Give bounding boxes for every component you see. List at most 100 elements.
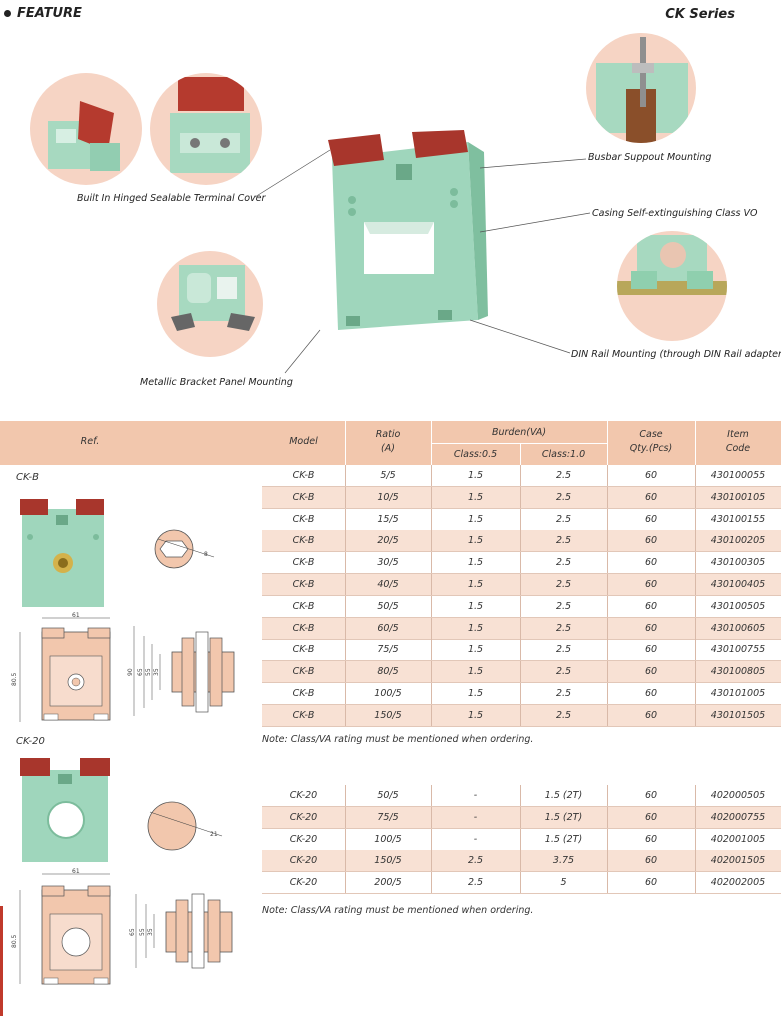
cell-model: CK-20	[289, 790, 318, 801]
cell-qty: 60	[644, 877, 658, 889]
cell-model: CK-20	[289, 833, 318, 845]
cell-c10: 2.5	[555, 644, 572, 656]
ck20-width-dim: 61	[72, 868, 80, 875]
ckb-width-dim: 61	[72, 612, 80, 619]
cell-model: CK-B	[292, 622, 315, 634]
ckb-side-drawing: 90 65 55 35	[126, 618, 242, 724]
ck20-product-photo	[18, 756, 114, 864]
cell-ratio: 40/5	[377, 579, 399, 590]
cell-ratio: 75/5	[377, 644, 399, 656]
cell-model: CK-20	[289, 855, 318, 867]
cell-model: CK-B	[292, 491, 315, 503]
cell-model: CK-B	[292, 470, 315, 481]
ck20-side-a: 65	[129, 928, 136, 936]
callout-terminal-cover: Built In Hinged Sealable Terminal Cover	[77, 193, 266, 204]
cell-ratio: 50/5	[377, 600, 399, 612]
cell-model: CK-20	[289, 811, 318, 823]
cell-model: CK-B	[292, 535, 315, 547]
cell-qty: 60	[644, 513, 658, 525]
bracket-mounting-photo	[157, 251, 263, 357]
ckb-note: Note: Class/VA rating must be mentioned …	[262, 734, 534, 745]
cell-model: CK-20	[289, 877, 318, 889]
cell-model: CK-B	[292, 709, 315, 721]
page-edge-accent	[0, 906, 3, 1016]
cell-code: 430100405	[710, 579, 766, 590]
cell-code: 430101005	[710, 688, 766, 699]
cell-qty: 60	[644, 470, 658, 481]
cell-code: 430100305	[710, 557, 766, 569]
cell-model: CK-B	[292, 513, 315, 525]
cell-c10: 2.5	[555, 513, 572, 525]
cell-qty: 60	[644, 579, 658, 590]
ck20-side-c: 35	[147, 928, 154, 936]
cell-c10: 2.5	[555, 579, 572, 590]
ckb-product-photo	[18, 497, 108, 609]
col-item-code: Code	[725, 443, 751, 454]
cell-code: 402001505	[710, 855, 766, 867]
ckb-height-dim: 80.5	[11, 672, 18, 686]
ckb-side-d: 35	[153, 668, 160, 676]
cell-c05: 1.5	[467, 644, 484, 656]
din-rail-mounting-photo	[617, 231, 727, 341]
cell-model: CK-B	[292, 600, 315, 612]
callout-busbar: Busbar Suppout Mounting	[588, 152, 712, 163]
ckb-side-a: 90	[127, 668, 134, 676]
cell-qty: 60	[644, 833, 658, 845]
cell-code: 430101505	[710, 709, 766, 721]
cell-c10: 2.5	[555, 666, 572, 678]
cell-ratio: 10/5	[377, 491, 399, 503]
cell-code: 430100205	[710, 535, 766, 547]
ck20-ref-label: CK-20	[16, 736, 45, 747]
callout-bracket: Metallic Bracket Panel Mounting	[140, 377, 293, 388]
cell-qty: 60	[644, 688, 658, 699]
cell-code: 430100055	[710, 470, 766, 481]
col-case-qty: Qty.(Pcs)	[629, 443, 673, 454]
cell-qty: 60	[644, 622, 658, 634]
cell-c10: 2.5	[555, 600, 572, 612]
cell-ratio: 60/5	[377, 622, 399, 634]
ck20-side-b: 55	[139, 928, 146, 936]
terminal-cover-photo-closed	[150, 73, 262, 185]
terminal-cover-photo-open	[30, 73, 142, 185]
cell-c05: 1.5	[467, 622, 484, 634]
cell-c05: 1.5	[467, 600, 484, 612]
cell-c05: -	[473, 811, 478, 823]
cell-c05: 2.5	[467, 855, 484, 867]
cell-qty: 60	[644, 811, 658, 823]
cell-ratio: 30/5	[377, 557, 399, 569]
cell-ratio: 5/5	[380, 470, 396, 481]
cell-qty: 60	[644, 666, 658, 678]
cell-c10: 2.5	[555, 535, 572, 547]
ckb-hole-drawing: 8	[140, 525, 230, 575]
cell-c10: 2.5	[555, 470, 572, 481]
col-item: Item	[727, 429, 749, 440]
series-title: CK Series	[665, 7, 735, 22]
cell-model: CK-B	[292, 644, 315, 656]
cell-code: 430100105	[710, 491, 766, 503]
ck20-note: Note: Class/VA rating must be mentioned …	[262, 905, 534, 916]
ck-series-product-photo	[318, 130, 490, 340]
ckb-side-b: 65	[137, 668, 144, 676]
feature-title: FEATURE	[17, 6, 82, 21]
cell-code: 430100505	[710, 600, 766, 612]
cell-qty: 60	[644, 600, 658, 612]
cell-ratio: 15/5	[377, 513, 399, 525]
ck20-hole-dim: 21	[210, 831, 218, 838]
col-case: Case	[639, 429, 663, 440]
ck20-hole-drawing: 21	[140, 794, 230, 858]
cell-qty: 60	[644, 557, 658, 569]
busbar-mounting-photo	[586, 33, 696, 143]
ckb-hole-dim: 8	[204, 551, 208, 558]
cell-model: CK-B	[292, 666, 315, 678]
cell-c05: 1.5	[467, 579, 484, 590]
cell-c10: 2.5	[555, 491, 572, 503]
